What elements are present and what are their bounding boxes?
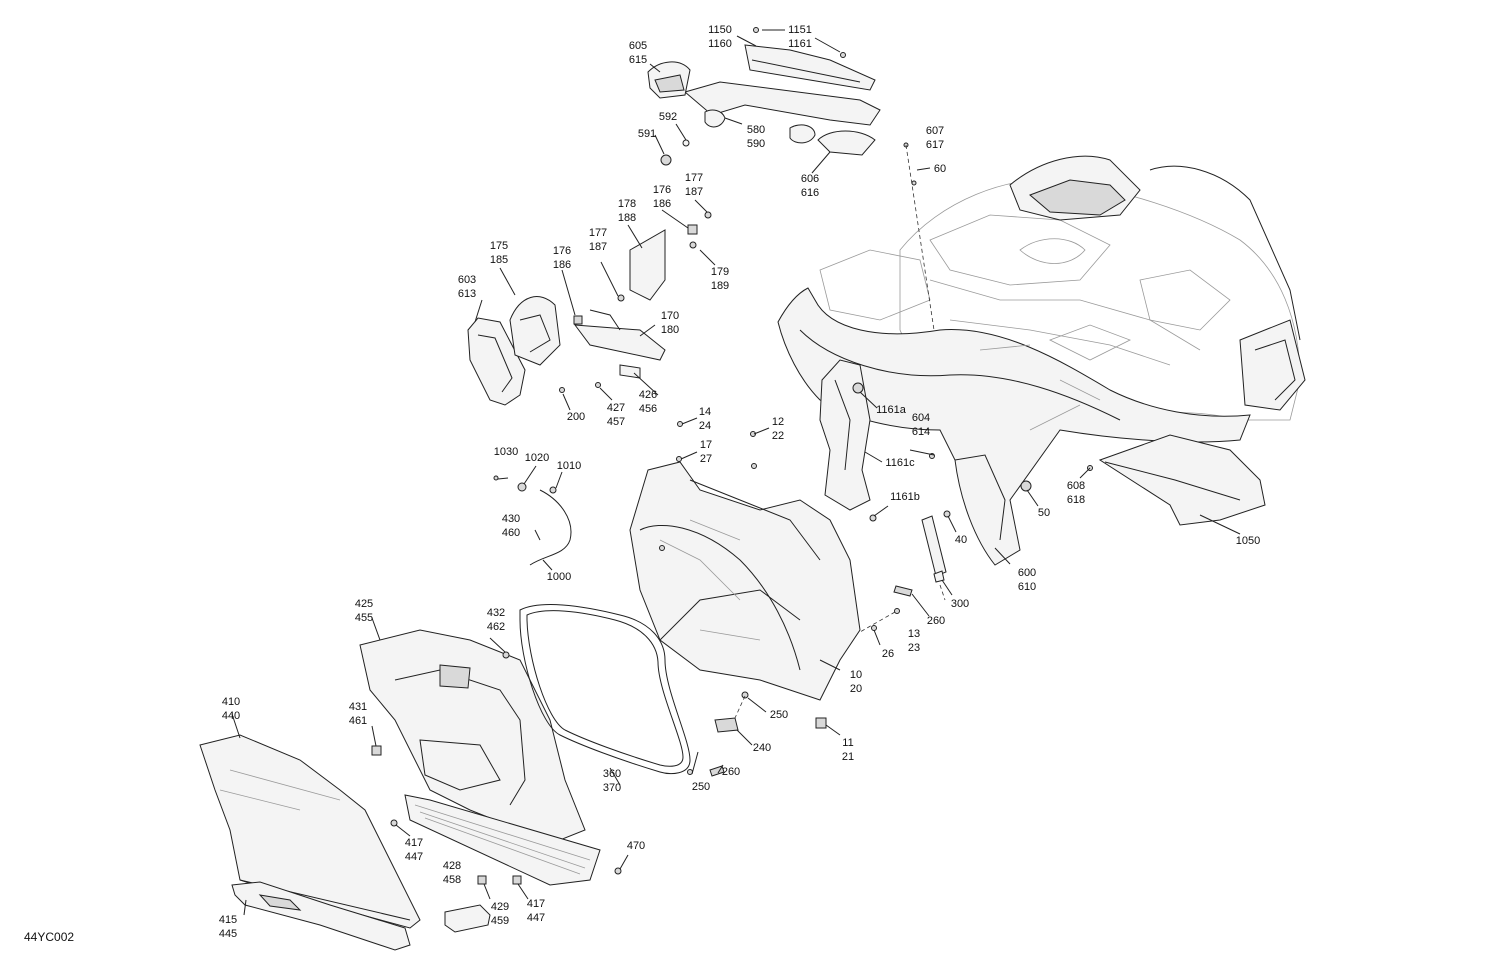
callout-1030: 1030	[493, 446, 519, 458]
callout-50: 50	[1037, 507, 1051, 519]
leader-lines	[231, 29, 1241, 916]
callout-40: 40	[954, 534, 968, 546]
trim-strip-415	[231, 881, 411, 951]
drawing-code-label: 44YC002	[24, 930, 75, 944]
callout-470: 470	[626, 840, 646, 852]
callout-591: 591	[637, 128, 657, 140]
mud-flap-1050	[1098, 434, 1266, 526]
callout-1000: 1000	[546, 571, 572, 583]
callout-1161a: 1161a	[876, 404, 906, 416]
callout-1010: 1010	[556, 460, 582, 472]
grab-handle-580	[647, 44, 881, 156]
callout-240: 240	[752, 742, 772, 754]
vehicle-rear-body	[819, 155, 1306, 431]
side-panel-600	[777, 287, 1251, 566]
lid-seal-360	[519, 604, 691, 774]
callout-60: 60	[933, 163, 947, 175]
callout-260a: 260	[926, 615, 946, 627]
inner-lid-tray-425	[359, 629, 601, 886]
fasteners	[371, 27, 1093, 885]
gas-strut-300	[921, 515, 947, 601]
callout-1161c: 1161c	[885, 457, 915, 469]
callout-26: 26	[881, 648, 895, 660]
callout-250b: 250	[691, 781, 711, 793]
callout-1161b: 1161b	[890, 491, 920, 503]
callout-260b: 260	[721, 766, 741, 778]
reflector-428	[444, 904, 491, 933]
callout-250a: 250	[769, 709, 789, 721]
callout-200: 200	[566, 411, 586, 423]
callout-1020: 1020	[524, 452, 550, 464]
cable-1000	[493, 475, 572, 566]
callout-1050: 1050	[1235, 535, 1261, 547]
callout-300: 300	[950, 598, 970, 610]
callout-592: 592	[658, 111, 678, 123]
inner-bracket-1161	[819, 359, 871, 511]
saddlebag-body-10	[629, 461, 861, 701]
lid-outer-panel-410	[199, 734, 421, 929]
